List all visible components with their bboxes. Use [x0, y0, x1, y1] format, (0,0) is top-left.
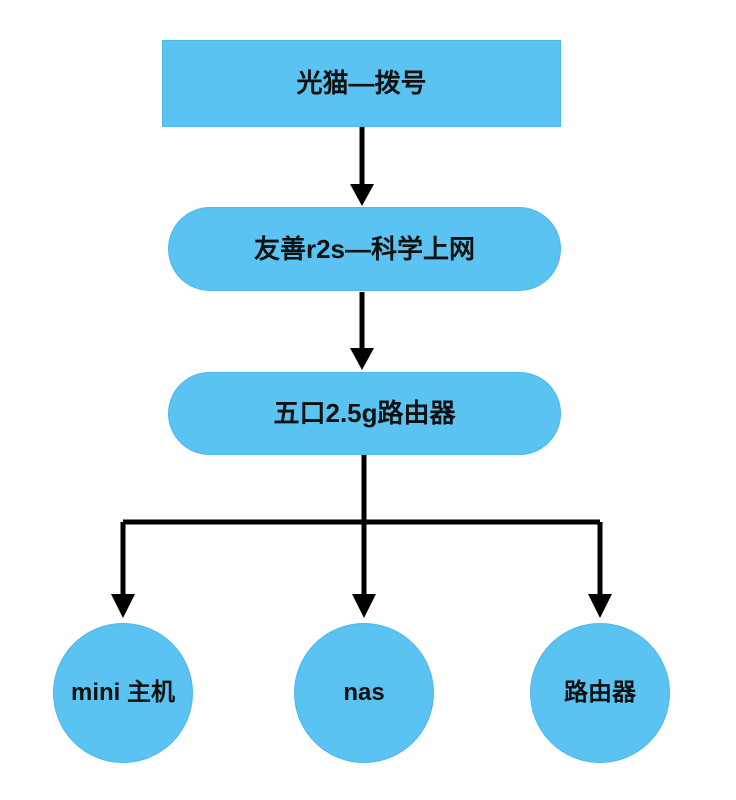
edge-r2s-to-switch	[350, 292, 374, 370]
node-r2s-label: 友善r2s—科学上网	[253, 233, 476, 264]
node-switch5[interactable]: 五口2.5g路由器	[168, 372, 561, 455]
node-mini-host[interactable]: mini 主机	[53, 623, 193, 763]
arrowhead-icon	[352, 594, 376, 618]
node-modem[interactable]: 光猫—拨号	[162, 40, 561, 127]
node-router-label: 路由器	[564, 679, 636, 706]
arrowhead-icon	[111, 594, 135, 618]
node-router[interactable]: 路由器	[530, 623, 670, 763]
node-nas[interactable]: nas	[294, 623, 434, 763]
arrowhead-icon	[350, 184, 374, 206]
arrowhead-icon	[350, 348, 374, 370]
arrowhead-icon	[588, 594, 612, 618]
node-r2s[interactable]: 友善r2s—科学上网	[168, 207, 561, 291]
node-mini-host-label: mini 主机	[71, 679, 176, 706]
node-nas-label: nas	[343, 679, 385, 706]
edge-switch-to-children	[111, 455, 612, 618]
edge-modem-to-r2s	[350, 127, 374, 206]
node-switch5-label: 五口2.5g路由器	[273, 398, 456, 429]
node-modem-label: 光猫—拨号	[296, 68, 427, 99]
